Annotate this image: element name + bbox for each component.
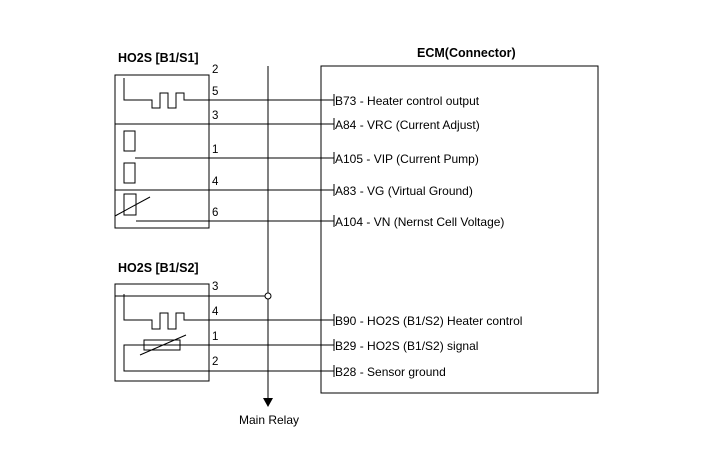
- sensor2-pin2: 2: [212, 356, 218, 368]
- sensor1-pin5: 5: [212, 86, 218, 98]
- sensor1-pin3: 3: [212, 110, 218, 122]
- sensor2-pin4: 4: [212, 306, 219, 318]
- ecm-pin-a84: A84 - VRC (Current Adjust): [335, 118, 480, 132]
- sensor1-title: HO2S [B1/S1]: [118, 51, 199, 65]
- sensor2-resistor: [143, 339, 181, 351]
- sensor1-nernst-cell: [123, 193, 137, 216]
- sensor1-cell-a: [123, 130, 136, 152]
- sensor2-pin1: 1: [212, 331, 218, 343]
- sensor2-title: HO2S [B1/S2]: [118, 261, 199, 275]
- ecm-pin-a83: A83 - VG (Virtual Ground): [335, 184, 473, 198]
- sensor2-signal-loop: [123, 344, 209, 372]
- ecm-pin-b73: B73 - Heater control output: [335, 94, 480, 108]
- sensor2-heater-element: [123, 294, 209, 330]
- main-relay-arrow: [263, 398, 273, 407]
- ecm-pin-b28: B28 - Sensor ground: [335, 365, 446, 379]
- ecm-pin-b90: B90 - HO2S (B1/S2) Heater control: [335, 314, 522, 328]
- ecm-pin-b29: B29 - HO2S (B1/S2) signal: [335, 339, 478, 353]
- ecm-pin-a104: A104 - VN (Nernst Cell Voltage): [335, 215, 504, 229]
- sensor1-pin4: 4: [212, 176, 219, 188]
- junction-node: [264, 292, 272, 300]
- ecm-connector-box: [320, 65, 599, 394]
- sensor1-box: [114, 74, 210, 229]
- sensor1-heater-element: [123, 78, 209, 109]
- sensor1-variable-arrow: [114, 196, 151, 217]
- sensor1-pin6: 6: [212, 207, 218, 219]
- sensor1-pin2: 2: [212, 64, 218, 76]
- sensor2-box: [114, 283, 210, 382]
- sensor2-variable-arrow: [139, 334, 187, 356]
- sensor1-pin1: 1: [212, 144, 218, 156]
- ecm-pin-a105: A105 - VIP (Current Pump): [335, 152, 479, 166]
- main-relay-label: Main Relay: [239, 413, 299, 427]
- sensor1-cell-b: [123, 162, 136, 184]
- sensor2-pin3: 3: [212, 281, 218, 293]
- ecm-title: ECM(Connector): [417, 46, 516, 60]
